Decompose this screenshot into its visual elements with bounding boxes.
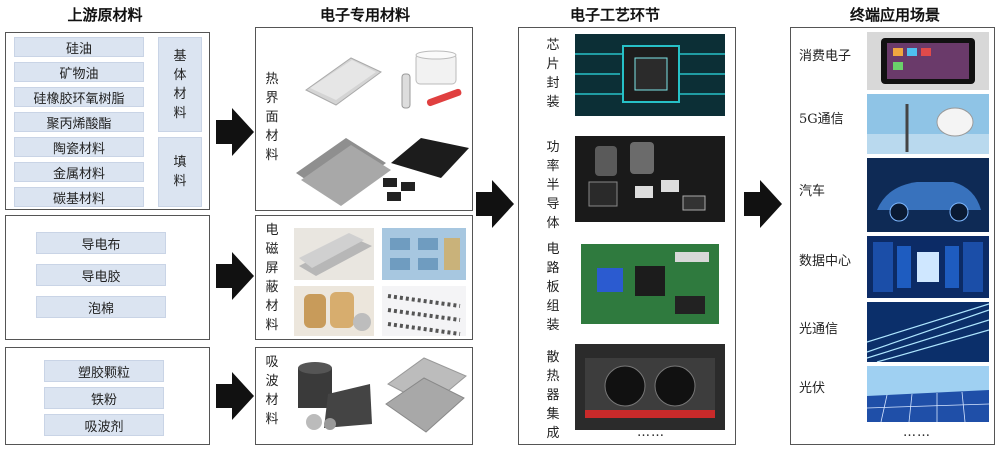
app-label: 光通信 [799, 322, 839, 337]
upstream-item: 硅橡胶环氧树脂 [14, 87, 144, 107]
upstream-box-2: 导电布 导电胶 泡棉 [5, 215, 210, 340]
thermal-sheets-image [296, 138, 469, 206]
thermal-pad-image [305, 57, 382, 106]
upstream-box-1: 硅油 矿物油 硅橡胶环氧树脂 聚丙烯酸酯 基 体 材 料 陶瓷材料 金属材料 碳… [5, 32, 210, 210]
app-label: 光伏 [799, 381, 826, 396]
absorb-sheet-image [385, 357, 467, 433]
upstream-item: 塑胶颗粒 [44, 360, 164, 382]
consumer-electronics-image [867, 32, 989, 90]
heatsink-image [575, 344, 725, 430]
base-label-char: 料 [173, 105, 187, 121]
photovoltaic-image [867, 366, 989, 422]
base-label-char: 体 [173, 67, 187, 83]
apps-more: …… [903, 425, 931, 440]
thermal-material-box: 热界面材料 [255, 27, 473, 211]
upstream-item: 碳基材料 [14, 187, 144, 207]
app-label: 消费电子 [799, 49, 852, 64]
upstream-item: 聚丙烯酸酯 [14, 112, 144, 132]
upstream-item: 矿物油 [14, 62, 144, 82]
upstream-item: 陶瓷材料 [14, 137, 144, 157]
upstream-item: 金属材料 [14, 162, 144, 182]
upstream-title: 上游原材料 [67, 6, 143, 24]
filler-label-char: 料 [173, 174, 187, 189]
automotive-image [867, 158, 989, 232]
base-label-char: 材 [173, 86, 187, 102]
process-box: 芯片封装 功率半导体 电路板组装 散热器集成 …… [518, 27, 736, 445]
chip-package-image [575, 34, 725, 116]
absorb-material-box: 吸波材料 [255, 347, 473, 445]
process-title: 电子工艺环节 [569, 6, 660, 24]
upstream-item: 泡棉 [36, 296, 166, 318]
thermal-paste-image [401, 50, 462, 109]
thermal-material-label: 热界面材料 [265, 72, 279, 163]
process-pcb-label: 电路板组装 [546, 242, 560, 333]
app-label: 5G通信 [799, 112, 844, 127]
process-heat-label: 散热器集成 [546, 350, 560, 441]
apps-title: 终端应用场景 [849, 6, 940, 24]
upstream-item: 硅油 [14, 37, 144, 57]
emi-gasket-image [382, 286, 466, 336]
app-label: 汽车 [799, 184, 826, 199]
materials-title: 电子专用材料 [319, 6, 410, 24]
process-power-label: 功率半导体 [546, 140, 560, 231]
power-semiconductor-image [575, 136, 725, 222]
emi-foil-rolls-image [294, 286, 374, 336]
absorb-material-label: 吸波材料 [265, 355, 279, 427]
emi-metal-strip-image [294, 228, 374, 280]
data-center-image [867, 236, 989, 298]
upstream-item: 吸波剂 [44, 414, 164, 436]
arrow-right-icon [216, 252, 254, 300]
upstream-item: 铁粉 [44, 387, 164, 409]
filler-label-char: 填 [173, 155, 187, 170]
upstream-item: 导电胶 [36, 264, 166, 286]
absorb-roll-image [298, 362, 372, 430]
optical-communication-image [867, 302, 989, 362]
app-label: 数据中心 [799, 254, 852, 269]
emi-fpc-image [382, 228, 466, 280]
arrow-right-icon [216, 108, 254, 156]
process-more: …… [637, 425, 665, 440]
upstream-box-3: 塑胶颗粒 铁粉 吸波剂 [5, 347, 210, 445]
emi-material-label: 电磁屏蔽材料 [265, 223, 279, 333]
emi-material-box: 电磁屏蔽材料 [255, 215, 473, 340]
pcb-assembly-image [575, 238, 725, 330]
filler-label: 填 料 [158, 137, 202, 207]
arrow-right-icon [744, 180, 782, 228]
base-label-char: 基 [173, 48, 187, 64]
arrow-right-icon [216, 372, 254, 420]
apps-box: 消费电子 5G通信 汽车 数据中心 光通信 [790, 27, 995, 445]
upstream-item: 导电布 [36, 232, 166, 254]
arrow-right-icon [476, 180, 514, 228]
base-material-label: 基 体 材 料 [158, 37, 202, 132]
process-chip-label: 芯片封装 [546, 38, 560, 110]
5g-communication-image [867, 94, 989, 154]
